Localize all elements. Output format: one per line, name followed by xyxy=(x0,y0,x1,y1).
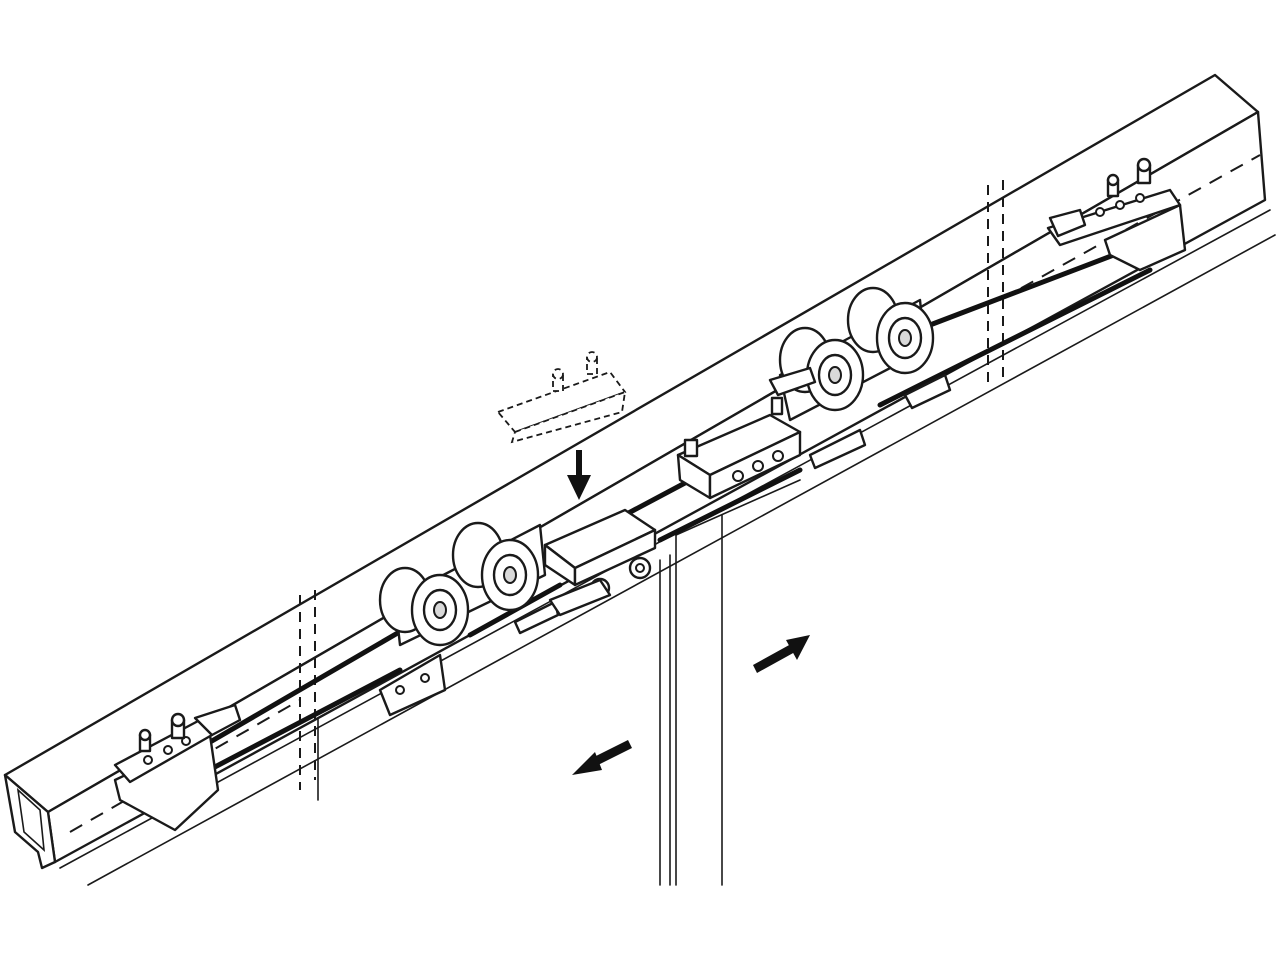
right-trolley xyxy=(768,286,952,470)
right-door-open-arrow xyxy=(753,635,810,673)
left-door-clamp xyxy=(543,508,657,617)
left-door-panel xyxy=(317,554,671,886)
left-trolley xyxy=(378,521,560,717)
right-end-stop xyxy=(1046,157,1187,272)
right-door-panel xyxy=(675,479,801,886)
ghost-coupler xyxy=(496,351,627,444)
rail xyxy=(3,73,1276,886)
insert-down-arrow xyxy=(567,450,591,500)
left-end-stop xyxy=(113,703,242,832)
right-door-clamp xyxy=(676,413,802,500)
left-door-open-arrow xyxy=(572,740,632,775)
